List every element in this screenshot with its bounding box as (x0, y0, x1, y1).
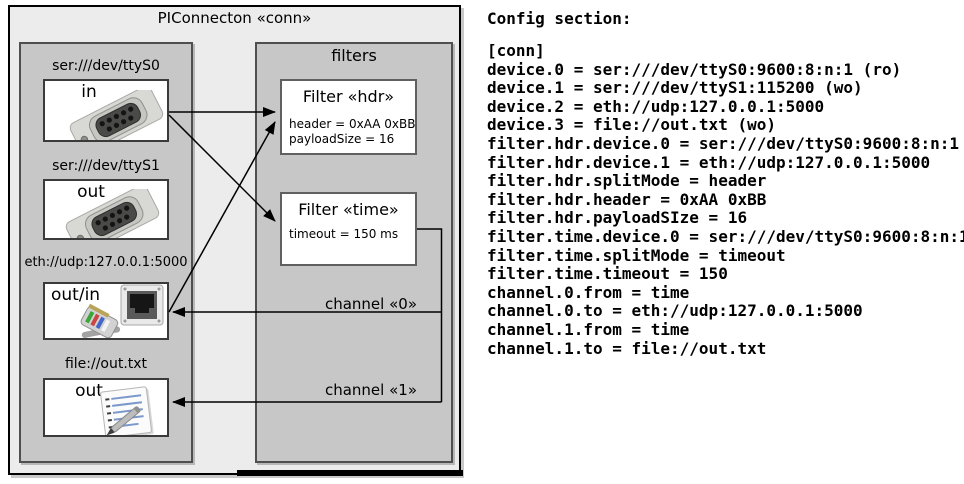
device-box-ttys1: out (43, 179, 169, 240)
filter-box-hdr: Filter «hdr» header = 0xAA 0xBB payloadS… (280, 79, 417, 155)
config-line: filter.time.splitMode = timeout (487, 245, 786, 265)
device-port-label: out (75, 381, 103, 401)
diagram-title: PIConnecton «conn» (157, 9, 312, 27)
device-port-label: out/in (51, 285, 101, 305)
config-lines: [conn]device.0 = ser:///dev/ttyS0:9600:8… (487, 41, 964, 358)
config-line: channel.1.from = time (487, 319, 690, 339)
serial-connector-icon (69, 90, 164, 140)
config-line: channel.1.to = file://out.txt (487, 338, 767, 358)
config-line: filter.hdr.device.1 = eth://udp:127.0.0.… (487, 152, 931, 172)
config-line: [conn] (487, 41, 545, 60)
config-line: device.0 = ser:///dev/ttyS0:9600:8:n:1 (… (487, 59, 902, 79)
config-line: filter.hdr.payloadSIze = 16 (487, 208, 748, 228)
config-line: filter.time.device.0 = ser:///dev/ttyS0:… (487, 226, 964, 246)
notepad-icon (100, 386, 154, 435)
config-line: channel.0.to = eth://udp:127.0.0.1:5000 (487, 301, 863, 321)
device-label-ttys1: ser:///dev/ttyS1 (52, 158, 160, 174)
diagram-bottom-border (237, 470, 463, 476)
channel-1-label: channel «1» (324, 381, 417, 399)
device-label-ttys0: ser:///dev/ttyS0 (52, 58, 160, 74)
config-line: device.3 = file://out.txt (wo) (487, 115, 776, 135)
config-line: filter.hdr.header = 0xAA 0xBB (487, 189, 767, 209)
filter-hdr-attr-header: header = 0xAA 0xBB (289, 117, 416, 131)
config-heading: Config section: (487, 9, 632, 28)
config-line: channel.0.from = time (487, 282, 690, 302)
config-line: filter.hdr.splitMode = header (487, 171, 767, 191)
device-box-eth: out/in (43, 282, 169, 340)
ethernet-plug-icon (80, 303, 121, 338)
config-line: device.2 = eth://udp:127.0.0.1:5000 (487, 96, 825, 116)
channel-0-label: channel «0» (324, 295, 417, 313)
filter-box-time: Filter «time» timeout = 150 ms (280, 192, 417, 266)
ethernet-port-icon (80, 284, 164, 338)
device-label-file: file://out.txt (64, 356, 148, 372)
device-box-file: out (43, 378, 169, 437)
config-line: filter.hdr.device.0 = ser:///dev/ttyS0:9… (487, 133, 960, 153)
pen-icon (106, 406, 141, 435)
device-label-eth: eth://udp:127.0.0.1:5000 (24, 255, 188, 270)
device-port-label: in (81, 82, 97, 102)
config-line: device.1 = ser:///dev/ttyS1:115200 (wo) (487, 78, 863, 98)
filter-hdr-attr-payloadsize: payloadSize = 16 (289, 132, 395, 146)
filters-panel-title: filters (331, 46, 377, 65)
filter-time-title: Filter «time» (298, 200, 399, 219)
filter-hdr-title: Filter «hdr» (302, 87, 395, 106)
filter-time-attr-timeout: timeout = 150 ms (289, 227, 399, 241)
device-box-ttys0: in (43, 79, 169, 142)
serial-connector-icon (65, 189, 160, 238)
device-port-label: out (77, 182, 105, 202)
config-line: filter.time.timeout = 150 (487, 264, 728, 284)
